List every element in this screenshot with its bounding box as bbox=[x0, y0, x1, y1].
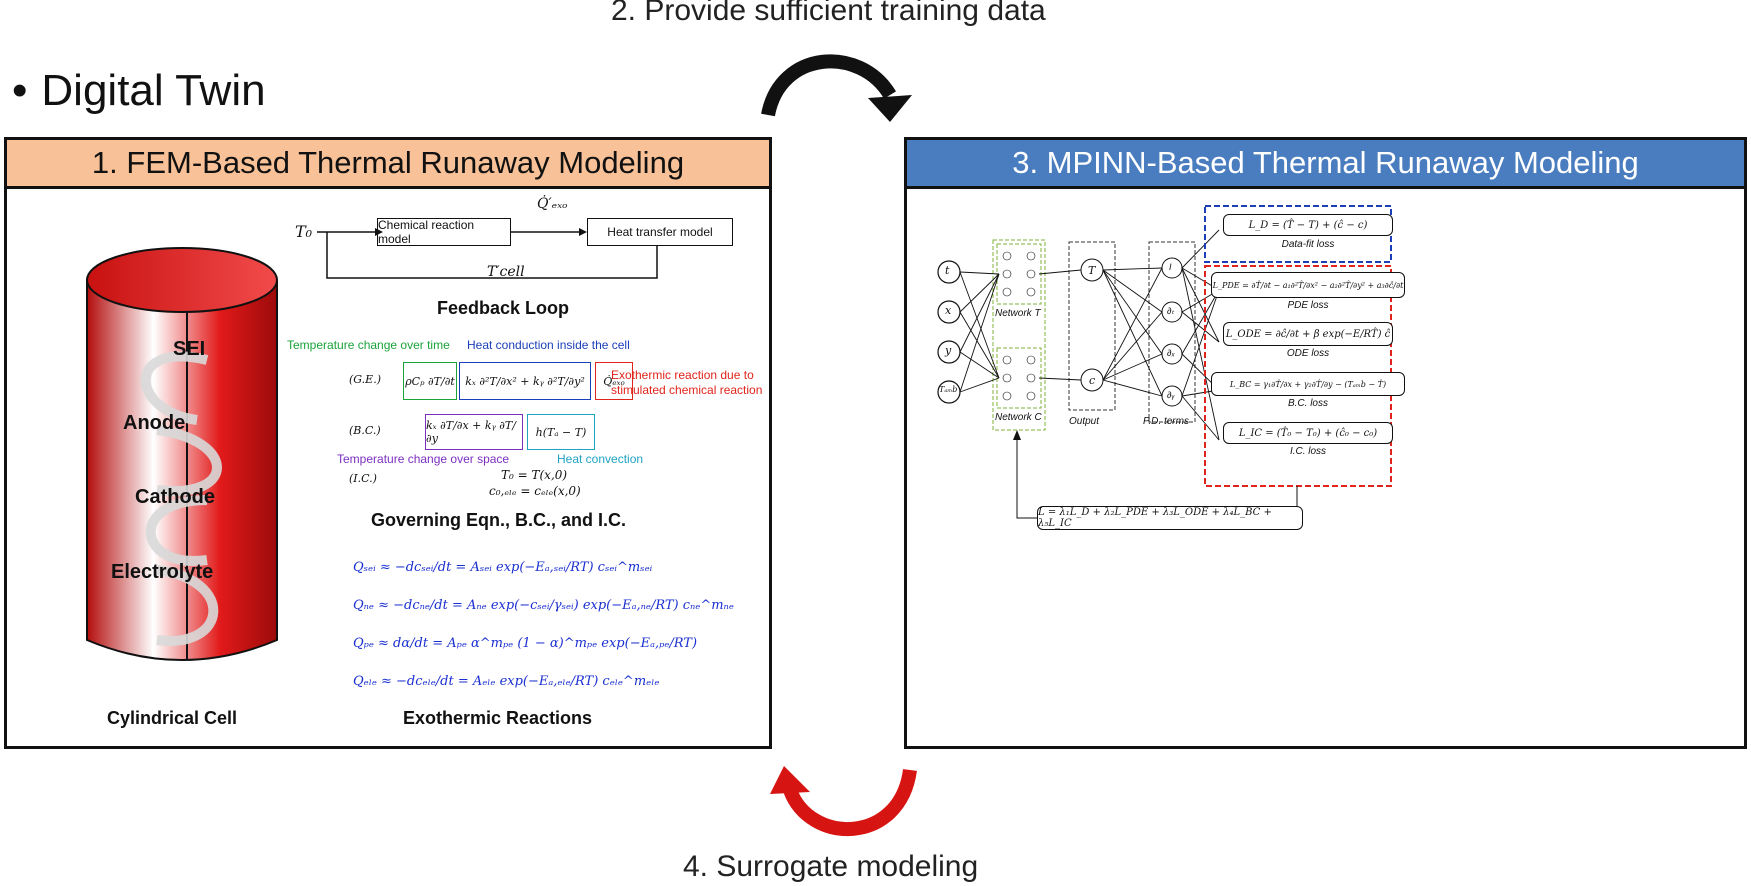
step4-label: 4. Surrogate modeling bbox=[683, 850, 979, 883]
panel-mpinn-title: 3. MPINN-Based Thermal Runaway Modeling bbox=[907, 140, 1744, 189]
eq-ic-1: T₀ = T(x,0) bbox=[501, 468, 568, 482]
label-temp-change-time: Temperature change over time bbox=[287, 338, 450, 352]
pd-node-dt: ∂ₜ bbox=[1167, 306, 1175, 316]
feedback-t0: T₀ bbox=[295, 222, 313, 241]
arrow-bottom-red bbox=[770, 766, 917, 837]
label-heat-convection: Heat convection bbox=[557, 452, 644, 466]
cell-label-electrolyte: Electrolyte bbox=[111, 561, 214, 583]
feedback-tcell: T′cell bbox=[487, 264, 525, 280]
loss-data-fit: L_D = (T̂ − T) + (ĉ − c) bbox=[1223, 214, 1393, 236]
loss-data-fit-caption: Data-fit loss bbox=[1281, 239, 1335, 250]
eq-q-pe: Qₚₑ ≈ dα/dt = Aₚₑ α^mₚₑ (1 − α)^mₚₑ exp(… bbox=[353, 636, 698, 651]
loss-pde: L_PDE = ∂T̂/∂t − a₁∂²T̂/∂x² − a₂∂²T̂/∂y²… bbox=[1211, 272, 1405, 298]
feedback-qexo: Q̇′ₑₓₒ bbox=[537, 196, 568, 212]
feedback-caption: Feedback Loop bbox=[437, 298, 570, 318]
loss-pde-caption: PDE loss bbox=[1287, 300, 1329, 311]
input-node-y: y bbox=[945, 344, 952, 357]
panel-mpinn: 3. MPINN-Based Thermal Runaway Modeling bbox=[904, 137, 1747, 749]
label-heat-conduction: Heat conduction inside the cell bbox=[467, 338, 630, 352]
loss-bc: L_BC = γ₁∂T̂/∂x + γ₂∂T̂/∂y − (Tₐₘb − T̂) bbox=[1211, 372, 1405, 396]
panel-fem: 1. FEM-Based Thermal Runaway Modeling SE… bbox=[4, 137, 772, 749]
eq-bc-lhs: kₓ ∂T/∂x + kᵧ ∂T/∂y bbox=[425, 414, 523, 450]
input-node-x: x bbox=[945, 304, 952, 317]
pd-node-dx: ∂ₓ bbox=[1167, 348, 1175, 358]
eq-ic-2: c₀,ₑₗₑ = cₑₗₑ(x,0) bbox=[489, 484, 581, 498]
cylinder-cell-diagram bbox=[86, 247, 278, 661]
bullet-heading: •Digital Twin bbox=[12, 66, 266, 115]
loss-ode-caption: ODE loss bbox=[1286, 348, 1330, 359]
label-temp-change-space: Temperature change over space bbox=[337, 452, 510, 466]
loss-bc-caption: B.C. loss bbox=[1287, 398, 1328, 409]
tag-ic: (I.C.) bbox=[349, 472, 377, 485]
output-node-t: T bbox=[1088, 264, 1096, 277]
cell-label-anode: Anode bbox=[123, 412, 186, 434]
loss-ode: L_ODE = ∂ĉ/∂t + β exp(−E/RT̂) ĉ bbox=[1223, 322, 1393, 346]
heat-transfer-box: Heat transfer model bbox=[587, 218, 733, 246]
eq-ge-qexo: Q̇ₑₓₒ bbox=[595, 362, 633, 400]
output-node-c: c bbox=[1089, 374, 1096, 387]
input-node-t: t bbox=[945, 264, 950, 277]
input-node-tamb: Tₐₘb bbox=[939, 385, 958, 394]
cell-label-cathode: Cathode bbox=[135, 486, 215, 508]
tag-bc: (B.C.) bbox=[349, 424, 381, 437]
loss-ic-caption: I.C. loss bbox=[1289, 446, 1327, 457]
step2-label: 2. Provide sufficient training data bbox=[611, 0, 1046, 27]
mpinn-network-diagram bbox=[937, 205, 1392, 519]
eq-ge-lhs: ρCₚ ∂T/∂t bbox=[403, 362, 457, 400]
cell-label-sei: SEI bbox=[173, 338, 206, 360]
output-label: Output bbox=[1069, 416, 1100, 427]
eq-bc-rhs: h(Tₐ − T) bbox=[527, 414, 595, 450]
governing-caption: Governing Eqn., B.C., and I.C. bbox=[371, 510, 627, 530]
eq-ge-conduction: kₓ ∂²T/∂x² + kᵧ ∂²T/∂y² bbox=[459, 362, 591, 400]
feedback-arrows bbox=[317, 228, 658, 279]
arrow-top-black bbox=[761, 54, 912, 122]
pd-node-i: I bbox=[1169, 262, 1172, 272]
pd-terms-label: P.D. terms bbox=[1143, 416, 1189, 427]
pd-node-dy: ∂ᵧ bbox=[1167, 390, 1175, 400]
label-exothermic-2: stimulated chemical reaction bbox=[611, 383, 763, 397]
network-c-label: Network C bbox=[995, 412, 1042, 423]
loss-ic: L_IC = (T̂₀ − T₀) + (ĉ₀ − c₀) bbox=[1223, 422, 1393, 444]
cell-caption: Cylindrical Cell bbox=[107, 708, 238, 728]
loss-total: L = λ₁L_D + λ₂L_PDE + λ₃L_ODE + λ₄L_BC +… bbox=[1037, 506, 1303, 530]
eq-q-ele: Qₑₗₑ ≈ −dcₑₗₑ/dt = Aₑₗₑ exp(−Eₐ,ₑₗₑ/RT) … bbox=[353, 674, 660, 689]
bullet-text: Digital Twin bbox=[41, 66, 266, 115]
network-t-label: Network T bbox=[995, 308, 1041, 319]
eq-q-ne: Qₙₑ ≈ −dcₙₑ/dt = Aₙₑ exp(−cₛₑᵢ/γₛₑᵢ) exp… bbox=[353, 598, 734, 613]
reactions-caption: Exothermic Reactions bbox=[403, 708, 593, 728]
eq-q-sei: Qₛₑᵢ ≈ −dcₛₑᵢ/dt = Aₛₑᵢ exp(−Eₐ,ₛₑᵢ/RT) … bbox=[353, 560, 653, 575]
panel-fem-title: 1. FEM-Based Thermal Runaway Modeling bbox=[7, 140, 769, 189]
label-exothermic-1: Exothermic reaction due to bbox=[611, 368, 754, 382]
tag-ge: (G.E.) bbox=[349, 373, 382, 386]
